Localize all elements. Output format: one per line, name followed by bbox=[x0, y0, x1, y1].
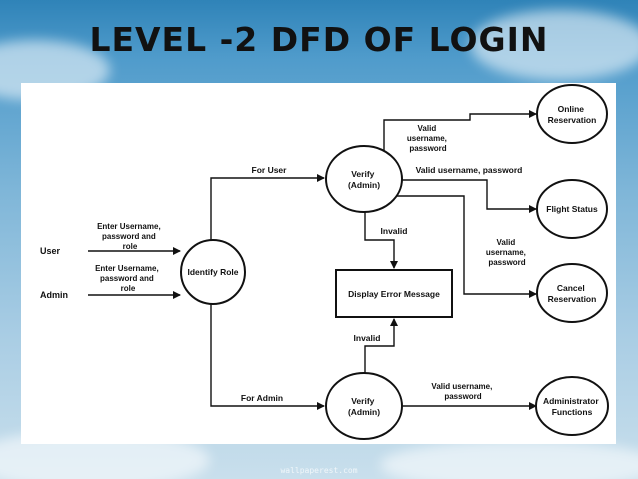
process-verify-user bbox=[325, 145, 403, 213]
flow-for-user bbox=[210, 174, 325, 240]
flow-for-admin bbox=[210, 304, 325, 410]
process-administrator-functions bbox=[535, 376, 609, 436]
verify-user-label: Verify (Admin) bbox=[348, 169, 380, 190]
error-box-label: Display Error Message bbox=[348, 289, 440, 299]
cloud-decoration bbox=[470, 10, 638, 80]
identify-role-label: Identify Role bbox=[187, 267, 238, 277]
flow-invalid-user bbox=[364, 212, 398, 269]
watermark-text: wallpaperest.com bbox=[280, 466, 358, 475]
cloud-decoration bbox=[380, 440, 638, 479]
entity-admin: Admin bbox=[40, 290, 68, 300]
flow-to-cancel-reservation bbox=[397, 195, 537, 298]
label-valid-flight: Valid username, password bbox=[416, 165, 523, 175]
label-invalid-admin: Invalid bbox=[354, 333, 381, 343]
display-error-message-box bbox=[335, 269, 453, 318]
flow-invalid-admin bbox=[364, 318, 398, 373]
process-online-reservation bbox=[536, 84, 608, 144]
flow-to-online-reservation bbox=[383, 110, 537, 151]
diagram-panel bbox=[21, 83, 616, 444]
verify-admin-label: Verify (Admin) bbox=[348, 396, 380, 417]
label-invalid-user: Invalid bbox=[381, 226, 408, 236]
label-valid-online: Valid username, password bbox=[407, 124, 449, 153]
process-flight-status bbox=[536, 179, 608, 239]
slide-title: LEVEL -2 DFD OF LOGIN bbox=[89, 20, 549, 59]
label-user-input: Enter Username, password and role bbox=[97, 222, 163, 251]
flight-status-label: Flight Status bbox=[546, 204, 598, 214]
label-for-admin: For Admin bbox=[241, 393, 283, 403]
cancel-reservation-label: Cancel Reservation bbox=[548, 283, 597, 304]
label-valid-cancel: Valid username, password bbox=[486, 238, 528, 267]
flow-to-flight-status bbox=[402, 179, 537, 213]
process-identify-role bbox=[180, 239, 246, 305]
online-reservation-label: Online Reservation bbox=[548, 104, 597, 125]
label-for-user: For User bbox=[252, 165, 288, 175]
entity-user: User bbox=[40, 246, 61, 256]
label-valid-admin-fn: Valid username, password bbox=[431, 382, 494, 401]
administrator-functions-label: Administrator Functions bbox=[543, 396, 601, 417]
process-cancel-reservation bbox=[536, 263, 608, 323]
label-admin-input: Enter Username, password and role bbox=[95, 264, 161, 293]
process-verify-admin bbox=[325, 372, 403, 440]
